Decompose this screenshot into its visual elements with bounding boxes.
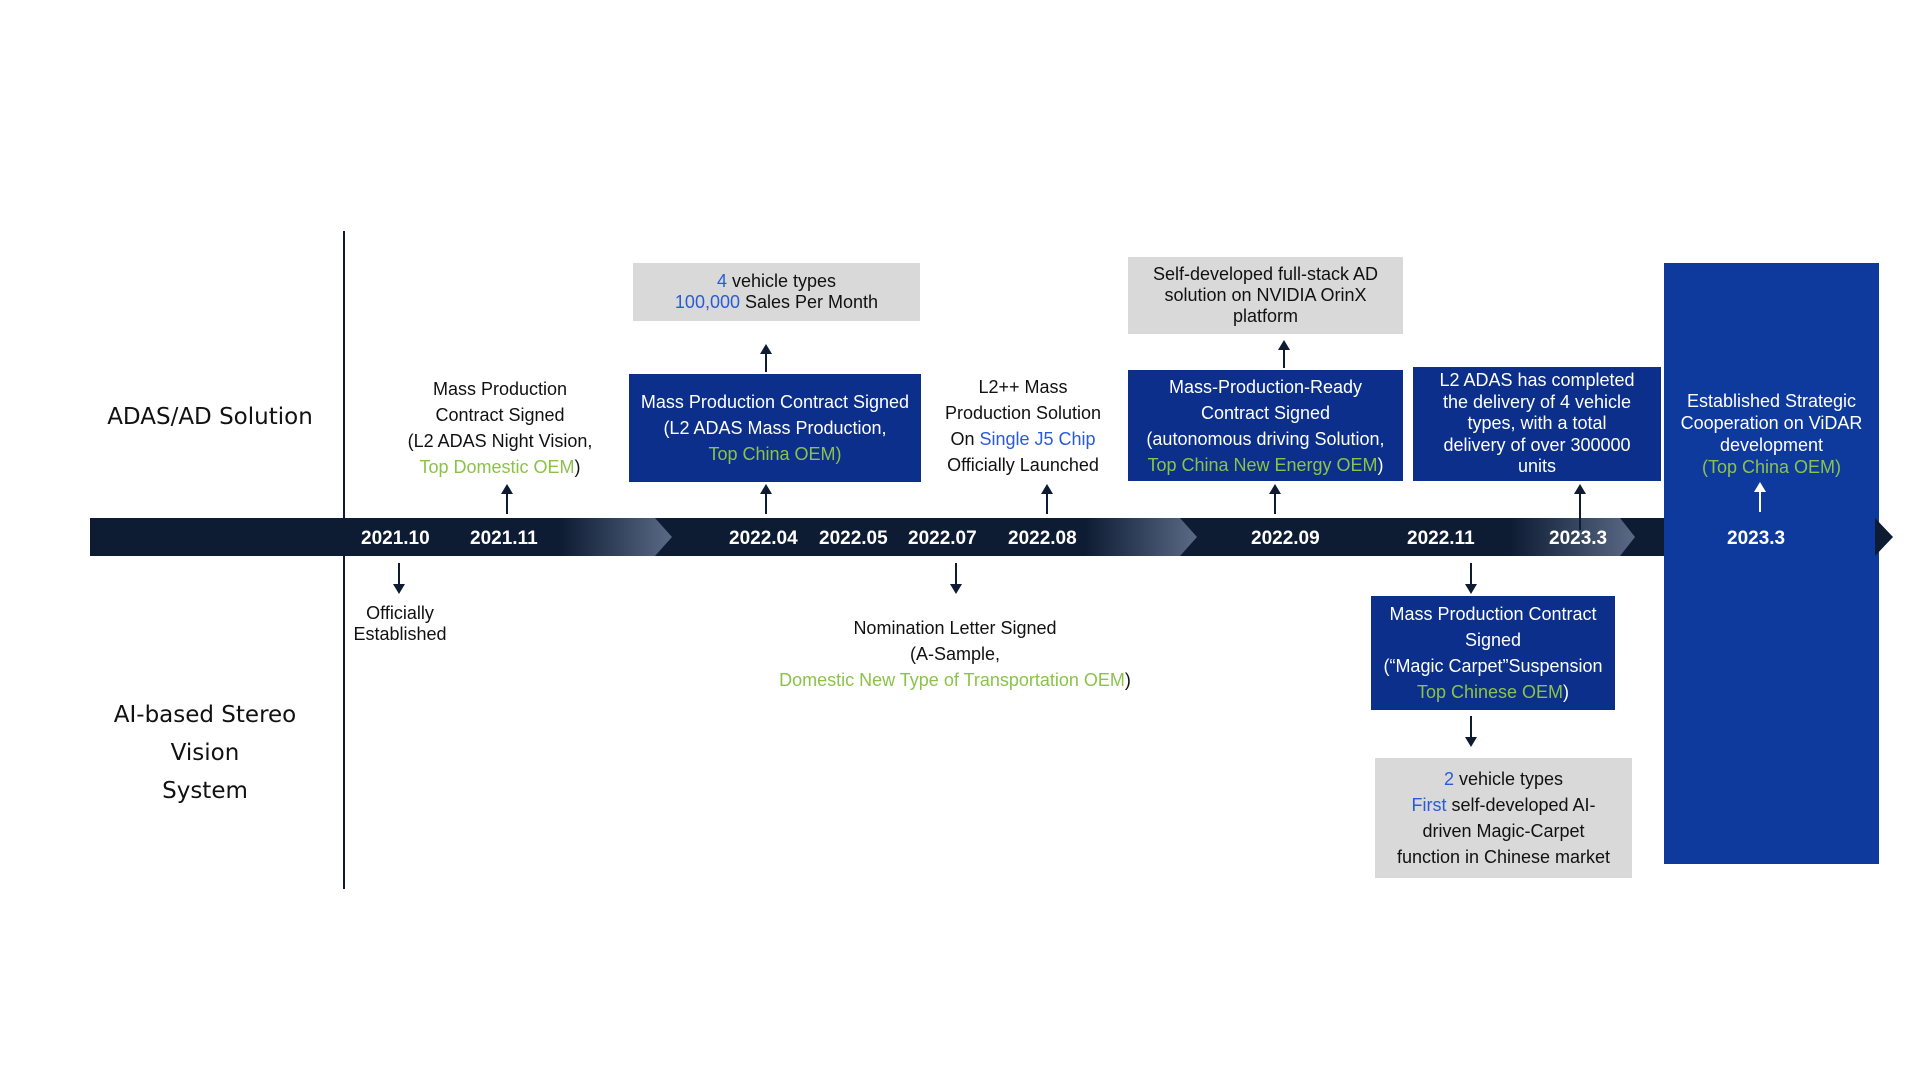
date-2021-11: 2021.11 [470,528,538,549]
date-2021-10: 2021.10 [361,528,430,549]
arrow-up-2022-04-stats [760,344,772,372]
arrow-up-2023-3-vidar [1754,482,1766,512]
arrow-down-2021-10 [393,563,405,594]
arrow-up-2022-09-platform [1278,340,1290,368]
arrow-up-2022-09 [1269,484,1281,514]
event-2023-3: L2 ADAS has completed the delivery of 4 … [1413,367,1661,481]
event-2021-11: Mass Production Contract Signed (L2 ADAS… [407,379,593,477]
date-2023-3-highlight: 2023.3 [1727,528,1786,549]
date-2022-04: 2022.04 [729,528,798,549]
arrow-down-2022-11 [1465,563,1477,594]
date-2022-11: 2022.11 [1407,528,1475,549]
date-2022-05: 2022.05 [819,528,888,549]
event-2022-11-result: 2 vehicle types First self-developed AI-… [1375,758,1632,878]
date-2022-08: 2022.08 [1008,528,1077,549]
arrow-down-2022-07 [950,563,962,594]
highlight-panel [1664,263,1879,864]
event-2021-10: Officially Established [353,603,447,644]
date-2022-07: 2022.07 [908,528,977,549]
event-2022-09: Mass-Production-Ready Contract Signed (a… [1128,370,1403,481]
event-2022-04: Mass Production Contract Signed (L2 ADAS… [629,374,921,482]
event-2022-07: Nomination Letter Signed (A-Sample, Dome… [779,618,1131,690]
event-2022-09-platform: Self-developed full-stack AD solution on… [1128,257,1403,334]
timeline-bar [90,518,1893,556]
section-divider [343,231,345,889]
arrow-up-2023-3 [1574,484,1586,530]
arrow-down-2022-11-result [1465,716,1477,747]
arrow-up-2021-11 [501,484,513,514]
arrow-up-2022-04 [760,484,772,514]
event-2022-04-stats: 4 vehicle types 100,000 Sales Per Month [633,263,920,321]
event-2023-3-vidar: Established Strategic Cooperation on ViD… [1680,391,1863,477]
date-2022-09: 2022.09 [1251,528,1320,549]
event-2022-08: L2++ Mass Production Solution On Single … [944,377,1102,475]
date-2023-3: 2023.3 [1549,528,1608,549]
row-label-stereo: AI-based Stereo Vision System [113,702,297,804]
event-2022-11: Mass Production Contract Signed (“Magic … [1371,596,1615,710]
arrow-up-2022-08 [1041,484,1053,514]
row-label-adas: ADAS/AD Solution [107,404,313,430]
